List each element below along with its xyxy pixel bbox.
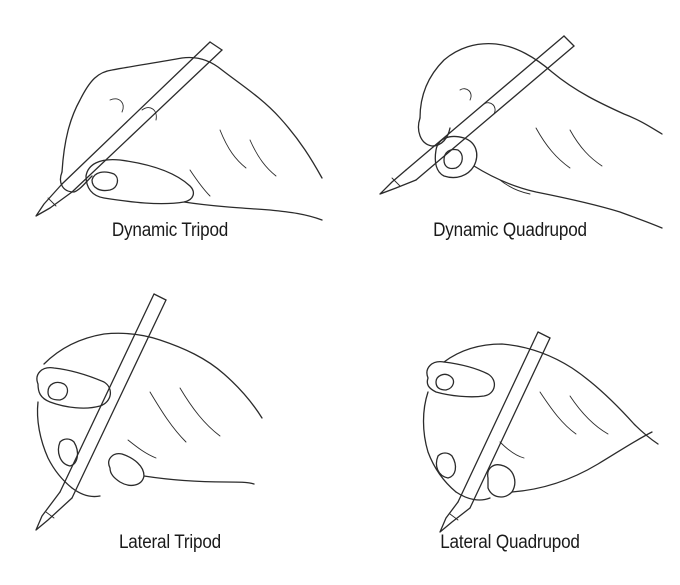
grip-label-lateral-quadrupod: Lateral Quadrupod bbox=[440, 532, 580, 553]
grip-panel-dynamic-quadrupod: Dynamic Quadrupod bbox=[340, 0, 680, 292]
grip-label-lateral-tripod: Lateral Tripod bbox=[118, 532, 222, 553]
lateral-quadrupod-illustration bbox=[422, 331, 659, 533]
dynamic-tripod-illustration bbox=[35, 41, 323, 221]
grip-panel-lateral-tripod: Lateral Tripod bbox=[0, 292, 340, 584]
dynamic-quadrupod-illustration bbox=[379, 35, 663, 229]
grip-label-dynamic-tripod: Dynamic Tripod bbox=[111, 220, 229, 241]
grip-label-dynamic-quadrupod: Dynamic Quadrupod bbox=[433, 220, 587, 241]
grip-panel-dynamic-tripod: Dynamic Tripod bbox=[0, 0, 340, 292]
grip-panel-lateral-quadrupod: Lateral Quadrupod bbox=[340, 292, 680, 584]
lateral-tripod-illustration bbox=[35, 293, 263, 531]
